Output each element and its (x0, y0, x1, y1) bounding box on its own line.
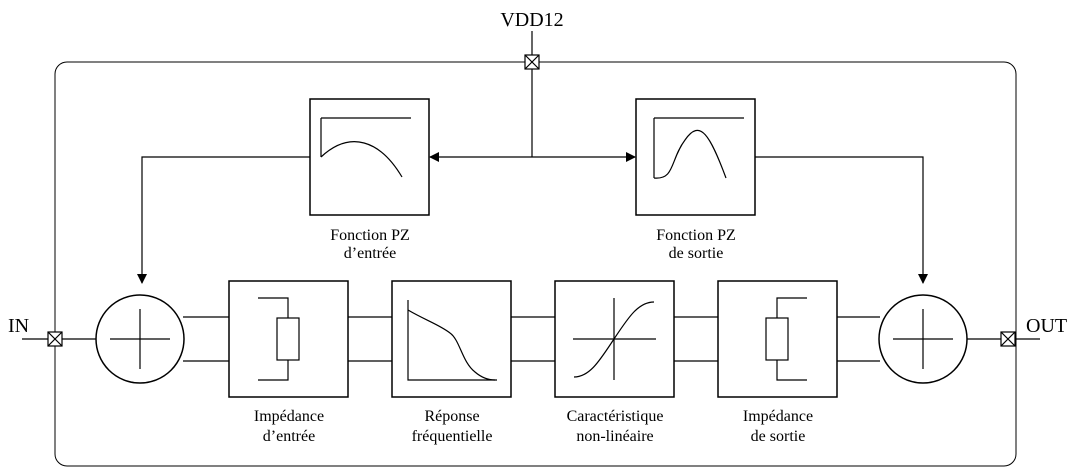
in-port-label: IN (8, 315, 29, 337)
output-summing-node (878, 294, 968, 384)
input-impedance-label-line1: Impédance (254, 408, 324, 425)
frequency-response-label-line2: fréquentielle (412, 428, 493, 445)
input-summing-node (95, 294, 185, 384)
frequency-response-block (391, 280, 512, 398)
pz-input-label-line2: d’entrée (344, 245, 396, 262)
pz-output-label-line2: de sortie (669, 245, 724, 262)
out-port-icon (1000, 331, 1016, 347)
frequency-response-label-line1: Réponse (424, 408, 479, 425)
out-port-label: OUT (1026, 315, 1067, 337)
pz-output-label-line1: Fonction PZ (656, 227, 736, 244)
nonlinear-label-line1: Caractéristique (567, 408, 664, 425)
in-port-icon (47, 331, 63, 347)
pz-output-block (635, 98, 756, 216)
input-impedance-block (228, 280, 349, 398)
pz-input-label-line1: Fonction PZ (330, 227, 410, 244)
vdd12-port-icon (524, 54, 540, 70)
system-frame (54, 61, 1017, 467)
output-impedance-label-line1: Impédance (743, 408, 813, 425)
nonlinear-label-line2: non-linéaire (576, 428, 653, 445)
input-impedance-label-line2: d’entrée (263, 428, 315, 445)
nonlinear-characteristic-block (554, 280, 675, 398)
pz-input-block (309, 98, 430, 216)
output-impedance-label-line2: de sortie (751, 428, 806, 445)
output-impedance-block (717, 280, 838, 398)
vdd12-label: VDD12 (500, 9, 563, 31)
